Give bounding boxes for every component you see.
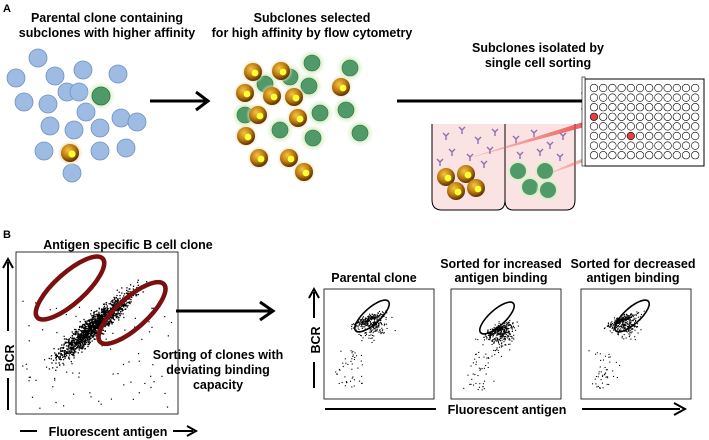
sorting-tubes bbox=[431, 124, 576, 211]
well-plate bbox=[581, 76, 705, 167]
main-plot-title: Antigen specific B cell clone bbox=[43, 238, 213, 252]
parental-cell-cluster bbox=[6, 48, 147, 183]
panel-b-letter: B bbox=[3, 229, 11, 241]
step1-label-line2: subclones with higher affinity bbox=[19, 26, 195, 40]
small-plot-1-title: Parental clone bbox=[331, 271, 416, 285]
arrow-to-sorted-plots bbox=[176, 300, 276, 322]
sorting-text-line1: Sorting of clones with bbox=[153, 348, 284, 362]
main-y-axis-arrow bbox=[2, 256, 14, 410]
sorting-text-line3: capacity bbox=[193, 378, 243, 392]
selected-subclone-cluster bbox=[232, 50, 373, 184]
sorting-text-line2: deviating binding bbox=[166, 363, 269, 377]
arrow-step1-to-step2 bbox=[150, 90, 211, 112]
tube2-cells bbox=[506, 159, 560, 202]
small-plot-2-title-line1: Sorted for increased bbox=[440, 257, 562, 271]
gate-low-binding bbox=[96, 279, 168, 347]
step1-label-line1: Parental clone containing bbox=[31, 11, 183, 25]
main-y-axis-label: BCR bbox=[3, 344, 17, 371]
small-x-axis-arrow bbox=[325, 402, 688, 416]
main-x-axis-arrow bbox=[20, 425, 199, 437]
step2-label-line1: Subclones selected bbox=[254, 11, 371, 25]
small-plot-parental bbox=[323, 288, 435, 400]
small-x-axis-label: Fluorescent antigen bbox=[448, 403, 567, 417]
main-x-axis-label: Fluorescent antigen bbox=[49, 425, 168, 439]
gate-high-binding bbox=[33, 254, 107, 322]
small-plot-increased bbox=[450, 288, 562, 400]
step2-label-line2: for high affinity by flow cytometry bbox=[212, 26, 413, 40]
step3-label-line1: Subclones isolated by bbox=[472, 41, 604, 55]
small-plot-3-title-line1: Sorted for decreased bbox=[570, 257, 695, 271]
small-plot-3-title-line2: antigen binding bbox=[586, 271, 679, 285]
step3-label-line2: single cell sorting bbox=[485, 56, 591, 70]
small-y-axis-label: BCR bbox=[309, 326, 323, 353]
small-y-axis-arrow bbox=[308, 286, 320, 388]
panel-a-letter: A bbox=[3, 3, 11, 15]
tube1-cells bbox=[437, 165, 485, 200]
antigen-molecules bbox=[436, 126, 567, 168]
small-plot-decreased bbox=[580, 288, 692, 400]
sort-beam-1 bbox=[462, 118, 596, 160]
arrow-step2-to-step3 bbox=[397, 90, 598, 112]
small-plot-2-title-line2: antigen binding bbox=[454, 271, 547, 285]
